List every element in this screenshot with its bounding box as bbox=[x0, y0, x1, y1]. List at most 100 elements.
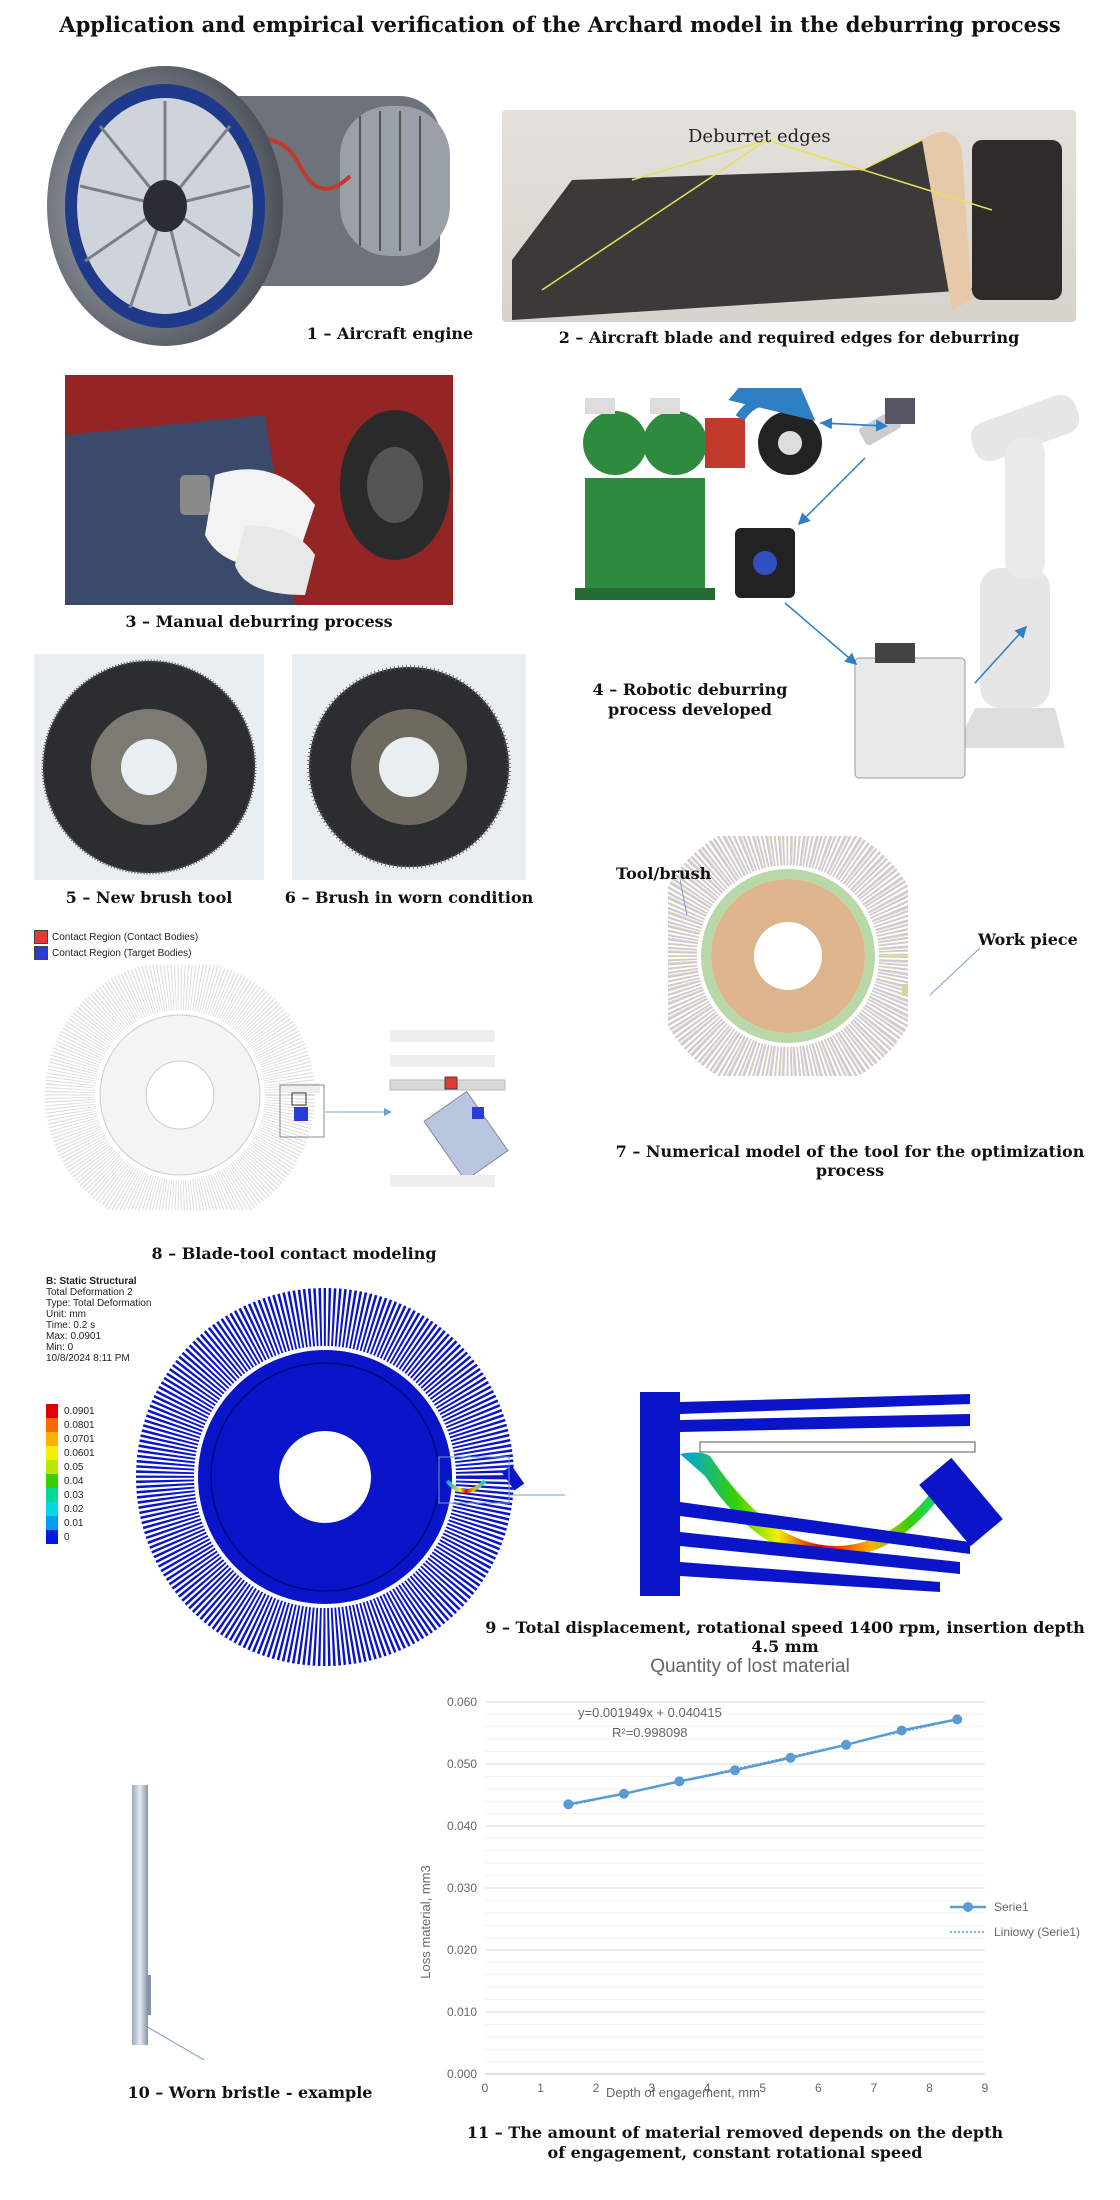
fem-scale-entry: 0.05 bbox=[46, 1460, 95, 1474]
fem-info-line: Total Deformation 2 bbox=[46, 1287, 133, 1298]
fem-scale-entry: 0.0901 bbox=[46, 1404, 95, 1418]
brush-ring bbox=[701, 869, 875, 1043]
fem-info-line: Unit: mm bbox=[46, 1309, 86, 1320]
x-tick-label: 3 bbox=[648, 2081, 655, 2095]
caption-4-line2: process developed bbox=[608, 700, 772, 719]
work-piece-label: Work piece bbox=[978, 930, 1078, 949]
fem-scale-entry: 0.0701 bbox=[46, 1432, 95, 1446]
y-tick-label: 0.040 bbox=[447, 1819, 477, 1833]
fem-scale-entry: 0.01 bbox=[46, 1516, 95, 1530]
manual-deburring-image bbox=[65, 375, 453, 605]
caption-1: 1 – Aircraft engine bbox=[306, 324, 474, 343]
fem-info-panel: B: Static Structural Total Deformation 2… bbox=[46, 1276, 196, 1364]
fem-detail-zoom bbox=[640, 1392, 1003, 1596]
fem-scale-value: 0.02 bbox=[64, 1503, 84, 1515]
legend-contact-bodies: Contact Region (Contact Bodies) bbox=[34, 930, 198, 944]
fem-scale-swatch bbox=[46, 1432, 58, 1446]
fem-scale-value: 0.0901 bbox=[64, 1405, 95, 1417]
chart-legend: Serie1 Liniowy (Serie1) bbox=[950, 1900, 1080, 1939]
chart-equation: y=0.001949x + 0.040415 bbox=[578, 1705, 722, 1720]
data-point bbox=[785, 1752, 796, 1763]
fem-info-line: Max: 0.0901 bbox=[46, 1331, 102, 1342]
fem-info-line: Type: Total Deformation bbox=[46, 1298, 152, 1309]
deburret-edges-label: Deburret edges bbox=[688, 126, 831, 147]
caption-11-line2: of engagement, constant rotational speed bbox=[547, 2143, 923, 2162]
y-tick-label: 0.010 bbox=[447, 2005, 477, 2019]
y-tick-label: 0.020 bbox=[447, 1943, 477, 1957]
fem-scale-value: 0.03 bbox=[64, 1489, 84, 1501]
fem-scale-value: 0.01 bbox=[64, 1517, 84, 1529]
y-tick-label: 0.000 bbox=[447, 2067, 477, 2081]
fem-scale-entry: 0.03 bbox=[46, 1488, 95, 1502]
fem-scale-entry: 0.0801 bbox=[46, 1418, 95, 1432]
data-point bbox=[563, 1799, 574, 1810]
caption-11-line1: 11 – The amount of material removed depe… bbox=[466, 2123, 1004, 2142]
x-tick-label: 5 bbox=[759, 2081, 766, 2095]
caption-7: 7 – Numerical model of the tool for the … bbox=[615, 1142, 1085, 1180]
caption-10: 10 – Worn bristle - example bbox=[127, 2083, 373, 2102]
caption-3: 3 – Manual deburring process bbox=[125, 612, 393, 631]
series-line bbox=[568, 1718, 958, 1806]
page-title: Application and empirical verification o… bbox=[59, 12, 1061, 37]
data-point bbox=[674, 1776, 685, 1787]
caption-8: 8 – Blade-tool contact modeling bbox=[151, 1244, 437, 1263]
robotic-deburring-diagram bbox=[575, 388, 1080, 779]
fem-scale-swatch bbox=[46, 1418, 58, 1432]
fem-scale-entry: 0.02 bbox=[46, 1502, 95, 1516]
chart-title: Quantity of lost material bbox=[650, 1656, 850, 1677]
worn-bristle-image bbox=[132, 1785, 206, 2060]
chart-r2: R²=0.998098 bbox=[612, 1725, 688, 1740]
legend-label: Contact Region (Target Bodies) bbox=[52, 947, 192, 959]
fem-scale-swatch bbox=[46, 1404, 58, 1418]
data-point bbox=[896, 1725, 907, 1736]
fem-scale-value: 0.04 bbox=[64, 1475, 84, 1487]
loss-material-chart: Quantity of lost material 0.000 0.010 0.02… bbox=[418, 1656, 1080, 2100]
x-tick-label: 9 bbox=[982, 2081, 989, 2095]
x-tick-label: 0 bbox=[482, 2081, 489, 2095]
x-tick-label: 1 bbox=[537, 2081, 544, 2095]
y-tick-label: 0.050 bbox=[447, 1757, 477, 1771]
fem-color-scale: 0.0901 0.0801 0.0701 0.0601 0.05 0.04 0.03 0.02… bbox=[46, 1404, 95, 1544]
fem-scale-entry: 0.0601 bbox=[46, 1446, 95, 1460]
worn-brush-image bbox=[292, 654, 526, 880]
tool-brush-label: Tool/brush bbox=[616, 864, 712, 883]
fem-scale-value: 0.05 bbox=[64, 1461, 84, 1473]
fem-scale-entry: 0.04 bbox=[46, 1474, 95, 1488]
caption-2: 2 – Aircraft blade and required edges fo… bbox=[558, 328, 1020, 347]
caption-6: 6 – Brush in worn condition bbox=[284, 888, 534, 907]
fem-scale-value: 0.0801 bbox=[64, 1419, 95, 1431]
fem-scale-entry: 0 bbox=[46, 1530, 95, 1544]
x-tick-label: 8 bbox=[926, 2081, 933, 2095]
x-tick-label: 6 bbox=[815, 2081, 822, 2095]
caption-9: 9 – Total displacement, rotational speed… bbox=[485, 1618, 1085, 1656]
y-axis-label: Loss material, mm3 bbox=[418, 1865, 433, 1978]
new-brush-image bbox=[34, 654, 264, 880]
model-label-leaders bbox=[680, 879, 980, 996]
x-tick-label: 4 bbox=[704, 2081, 711, 2095]
fem-scale-value: 0.0601 bbox=[64, 1447, 95, 1459]
x-tick-label: 7 bbox=[871, 2081, 878, 2095]
fem-scale-swatch bbox=[46, 1460, 58, 1474]
caption-5: 5 – New brush tool bbox=[65, 888, 233, 907]
legend-swatch bbox=[34, 930, 48, 944]
legend-swatch bbox=[34, 946, 48, 960]
data-point bbox=[618, 1788, 629, 1799]
fem-scale-swatch bbox=[46, 1530, 58, 1544]
fem-scale-swatch bbox=[46, 1474, 58, 1488]
chart-marks bbox=[563, 1714, 963, 1810]
fem-scale-value: 0 bbox=[64, 1531, 70, 1543]
contact-model-diagram bbox=[45, 965, 509, 1210]
fem-info-line: 10/8/2024 8:11 PM bbox=[46, 1353, 130, 1364]
fem-scale-swatch bbox=[46, 1516, 58, 1530]
numerical-tool-model bbox=[668, 836, 908, 1076]
caption-4-line1: 4 – Robotic deburring bbox=[592, 680, 788, 699]
data-point bbox=[841, 1739, 852, 1750]
fem-info-line: Min: 0 bbox=[46, 1342, 74, 1353]
legend-serie1: Serie1 bbox=[994, 1900, 1029, 1914]
aircraft-engine-image bbox=[47, 66, 450, 346]
fem-info-line: B: Static Structural bbox=[46, 1276, 137, 1287]
fem-scale-value: 0.0701 bbox=[64, 1433, 95, 1445]
data-point bbox=[730, 1765, 740, 1776]
x-tick-label: 2 bbox=[593, 2081, 600, 2095]
